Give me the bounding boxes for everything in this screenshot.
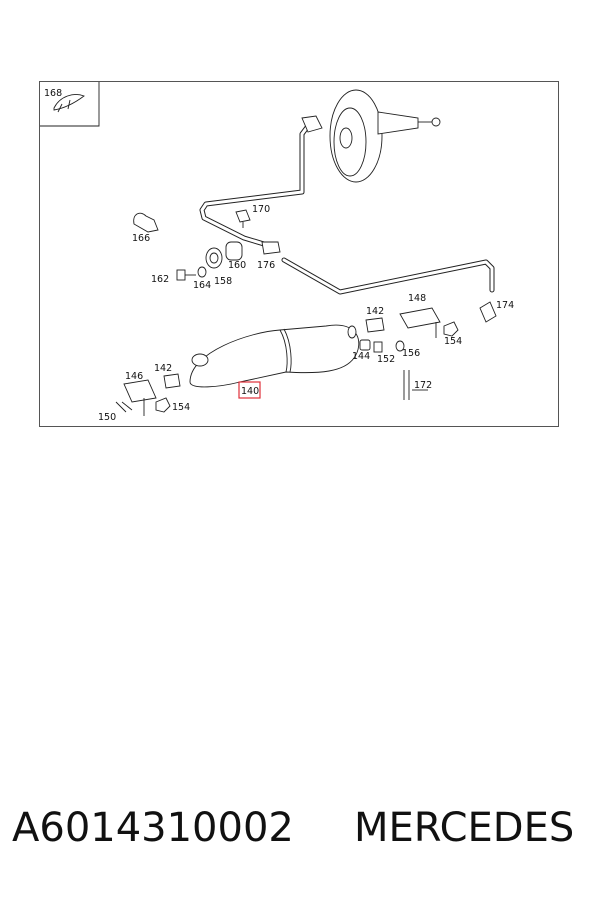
bolt-152 xyxy=(373,341,383,353)
brake-booster xyxy=(329,89,441,183)
vacuum-line-upper xyxy=(199,123,311,247)
clip-166 xyxy=(133,212,159,233)
callout-172: 172 xyxy=(414,380,432,391)
washer-156 xyxy=(395,340,405,352)
tee-fitting-176 xyxy=(261,241,281,255)
rubber-mount-142-right xyxy=(365,317,385,333)
parts-diagram-frame: 168 170 166 160 176 162 164 158 148 174 … xyxy=(39,81,559,427)
rubber-mount-142-left xyxy=(163,373,181,389)
spacer-144 xyxy=(359,339,371,351)
part-number: A6014310002 xyxy=(12,805,294,851)
callout-142-right: 142 xyxy=(366,306,384,317)
line-fitting-top xyxy=(301,115,323,133)
hose-172 xyxy=(403,370,428,400)
callout-154-left: 154 xyxy=(172,402,190,413)
callout-168: 168 xyxy=(44,88,62,99)
callout-146: 146 xyxy=(125,371,143,382)
callout-148: 148 xyxy=(408,293,426,304)
inset-box-168 xyxy=(40,82,100,127)
clamp-158 xyxy=(205,247,223,269)
highlight-box xyxy=(238,381,261,399)
callout-140: 140 xyxy=(241,386,259,397)
callout-164: 164 xyxy=(193,280,211,291)
bracket-146 xyxy=(123,379,157,416)
grommet-170 xyxy=(235,209,251,228)
callout-154-right: 154 xyxy=(444,336,462,347)
washer-164 xyxy=(197,266,207,278)
parts-diagram: 168 170 166 160 176 162 164 158 148 174 … xyxy=(40,82,514,423)
callout-140-highlight[interactable]: 140 xyxy=(238,381,261,399)
callout-156: 156 xyxy=(402,348,420,359)
check-valve-160 xyxy=(225,241,243,261)
callout-158: 158 xyxy=(214,276,232,287)
vacuum-reservoir-140 xyxy=(189,324,360,388)
callout-160: 160 xyxy=(228,260,246,271)
bolt-162 xyxy=(176,269,196,281)
bracket-148 xyxy=(399,307,441,338)
connector-174 xyxy=(479,301,497,323)
part-info: A6014310002 MERCEDES xyxy=(12,805,588,861)
callout-162: 162 xyxy=(151,274,169,285)
callout-170: 170 xyxy=(252,204,270,215)
callout-150: 150 xyxy=(98,412,116,423)
nut-154-right xyxy=(443,321,459,337)
brand-name: MERCEDES xyxy=(354,805,575,851)
callout-166: 166 xyxy=(132,233,150,244)
nut-154-left xyxy=(155,397,171,413)
vacuum-line-lower xyxy=(281,257,495,295)
callout-152: 152 xyxy=(377,354,395,365)
callout-144: 144 xyxy=(352,351,370,362)
callout-142-left: 142 xyxy=(154,363,172,374)
bolt-150 xyxy=(115,401,133,413)
callout-176: 176 xyxy=(257,260,275,271)
callout-174: 174 xyxy=(496,300,514,311)
